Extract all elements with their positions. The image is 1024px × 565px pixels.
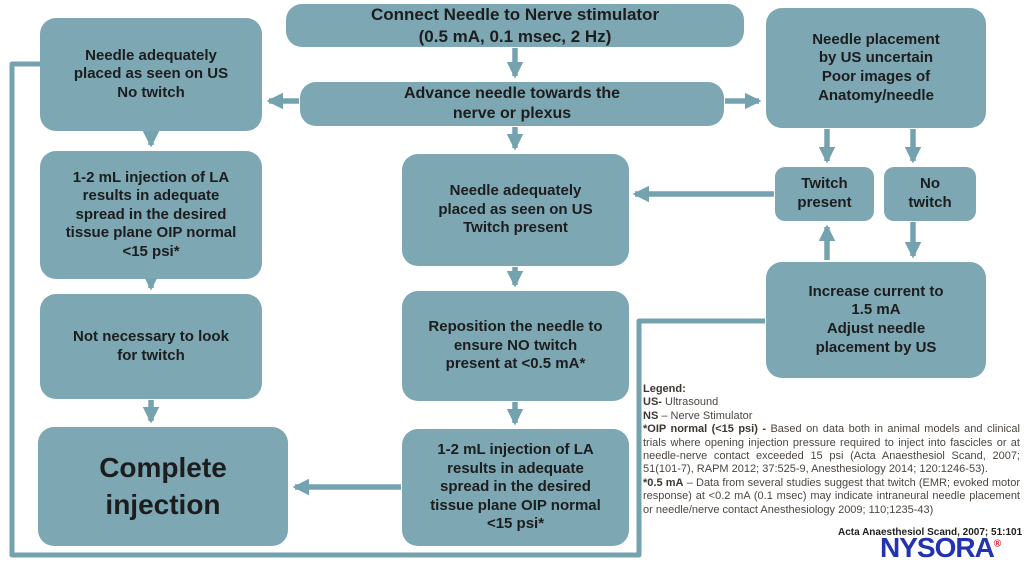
legend: Legend: US- Ultrasound NS – Nerve Stimul… xyxy=(643,383,1020,517)
arrow-increase-current-loop-to-needle-no-twitch xyxy=(9,56,765,558)
node-twitch-present: Twitch present xyxy=(775,167,874,221)
nysora-logo: NYSORA® xyxy=(880,534,1001,562)
node-us-uncertain: Needle placement by US uncertain Poor im… xyxy=(766,8,986,128)
node-la-injection-mid: 1-2 mL injection of LA results in adequa… xyxy=(402,429,629,546)
node-reposition-needle: Reposition the needle to ensure NO twitc… xyxy=(402,291,629,401)
node-la-injection-left: 1-2 mL injection of LA results in adequa… xyxy=(40,151,262,279)
node-needle-placed-twitch-present: Needle adequately placed as seen on US T… xyxy=(402,154,629,266)
node-needle-placed-no-twitch: Needle adequately placed as seen on US N… xyxy=(40,18,262,131)
citation-overlay: Acta Anaesthesiol Scand, 2007; 51:101 xyxy=(838,527,1023,538)
legend-us: US- Ultrasound xyxy=(643,396,719,409)
node-no-twitch: No twitch xyxy=(884,167,976,221)
node-increase-current: Increase current to 1.5 mA Adjust needle… xyxy=(766,262,986,378)
registered-trademark-icon: ® xyxy=(993,538,1002,550)
legend-title: Legend: xyxy=(643,383,686,395)
legend-ns: NS – Nerve Stimulator xyxy=(643,409,753,422)
node-complete-injection: Complete injection xyxy=(38,427,288,546)
legend-05ma: *0.5 mA – Data from several studies sugg… xyxy=(643,476,1021,516)
nysora-logo-text: NYSORA xyxy=(880,532,995,563)
node-advance-needle: Advance needle towards the nerve or plex… xyxy=(300,82,724,126)
legend-oip-normal: *OIP normal (<15 psi) - Based on data bo… xyxy=(643,423,1020,476)
node-connect-needle: Connect Needle to Nerve stimulator (0.5 … xyxy=(286,4,744,47)
node-not-necessary-twitch: Not necessary to look for twitch xyxy=(40,294,262,399)
